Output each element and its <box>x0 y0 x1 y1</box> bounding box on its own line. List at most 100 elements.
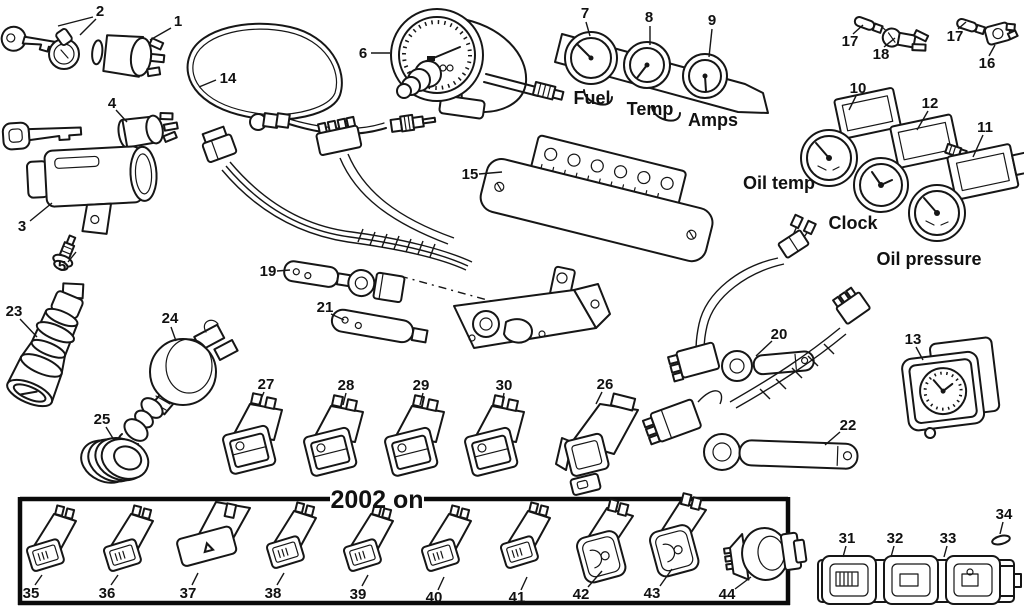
part-label-6: 6 <box>359 45 390 62</box>
part-label-43: 43 <box>644 568 673 602</box>
part-26-switch <box>555 392 639 496</box>
part-15-circuit-panel <box>479 134 714 263</box>
part-label-14: 14 <box>198 70 237 88</box>
part-label-31: 31 <box>839 530 855 558</box>
part-label-3: 3 <box>18 202 53 235</box>
part-label-15: 15 <box>462 166 503 183</box>
gauge-text-labels: Fuel Temp Amps Oil temp Clock Oil pressu… <box>573 88 981 269</box>
part-11-oil-pressure-gauge <box>908 143 1024 242</box>
part-number: 17 <box>947 28 964 45</box>
part-number: 3 <box>18 218 26 235</box>
part-4-switch <box>117 112 179 149</box>
part-label-2: 2 <box>57 3 104 36</box>
part-17b-bulb <box>956 17 987 36</box>
part-label-10: 10 <box>848 80 867 111</box>
part-number: 39 <box>350 586 367 603</box>
part-31-32-33-switch-strip <box>817 555 1022 605</box>
part-number: 29 <box>413 377 430 394</box>
part-number: 30 <box>496 377 513 394</box>
part-label-5: 5 <box>58 251 77 275</box>
part-label-7: 7 <box>581 5 591 37</box>
part-label-26: 26 <box>595 376 613 405</box>
part-number: 42 <box>573 586 590 603</box>
part-label-29: 29 <box>413 377 430 406</box>
part-25-bezel-nut <box>80 437 150 484</box>
part-2-keys <box>0 25 83 151</box>
part-41-switch <box>499 501 551 570</box>
part-number: 37 <box>180 585 197 602</box>
part-38-switch <box>265 501 317 570</box>
part-34-cap <box>991 534 1011 546</box>
part-number: 8 <box>645 9 653 26</box>
part-number: 14 <box>220 70 237 87</box>
part-label-41: 41 <box>509 576 528 606</box>
part-27-rocker-switch <box>221 392 283 476</box>
part-19-harness-stalk <box>201 115 561 321</box>
part-label-23: 23 <box>6 303 38 338</box>
part-28-rocker-switch <box>302 394 364 478</box>
harness-sleeve-ticks <box>357 228 436 258</box>
part-21-stalk-and-bracket <box>330 265 611 349</box>
part-number: 11 <box>977 119 993 136</box>
section-2002-title: 2002 on <box>330 486 423 514</box>
part-number: 27 <box>258 376 275 393</box>
part-label-12: 12 <box>916 95 939 131</box>
part-1-ignition-switch <box>91 34 166 78</box>
part-17a-bulb <box>853 16 887 34</box>
part-number: 25 <box>94 411 111 428</box>
part-label-44: 44 <box>719 576 752 603</box>
part-number: 33 <box>940 530 957 547</box>
part-16-socket <box>983 21 1019 46</box>
part-number: 4 <box>108 95 117 112</box>
part-number: 15 <box>462 166 479 183</box>
part-label-11: 11 <box>972 119 993 158</box>
part-number: 12 <box>922 95 939 112</box>
part-label-25: 25 <box>94 411 115 441</box>
part-number: 13 <box>905 331 922 348</box>
part-6-speedometer <box>390 8 565 120</box>
part-label-8: 8 <box>645 9 653 45</box>
part-14-speedo-cable <box>186 22 437 135</box>
part-number: 17 <box>842 33 859 50</box>
part-label-28: 28 <box>338 377 355 406</box>
label-oil-temp: Oil temp <box>743 173 815 193</box>
part-number: 41 <box>509 589 526 606</box>
part-label-17b: 17 <box>947 21 967 45</box>
harness-sleeve-ticks <box>759 343 835 400</box>
part-label-34: 34 <box>996 506 1013 535</box>
part-30-rocker-switch <box>463 394 525 478</box>
part-23-lock-barrel <box>6 282 85 408</box>
part-37-hazard-switch <box>176 501 251 567</box>
part-43-switch <box>647 492 707 580</box>
label-temp: Temp <box>627 99 674 119</box>
part-number: 10 <box>850 80 867 97</box>
part-35-switch <box>25 504 77 573</box>
part-label-13: 13 <box>905 331 924 361</box>
part-40-switch <box>420 504 472 573</box>
part-label-20: 20 <box>755 326 787 357</box>
part-24-ignition-switch-unit <box>117 319 239 453</box>
part-number: 35 <box>23 585 40 602</box>
part-number: 18 <box>873 46 890 63</box>
part-7-8-9-gauge-cluster <box>554 31 769 122</box>
part-18-bulb-holder <box>881 27 930 52</box>
part-29-rocker-switch <box>383 394 445 478</box>
part-label-22: 22 <box>824 417 856 446</box>
part-number: 38 <box>265 585 282 602</box>
callout-labels: 2 1 14 4 3 5 6 7 8 9 15 17 <box>6 3 1013 606</box>
part-number: 36 <box>99 585 116 602</box>
part-number: 24 <box>162 310 179 327</box>
part-number: 23 <box>6 303 23 320</box>
part-number: 28 <box>338 377 355 394</box>
part-10-oil-temp-gauge <box>800 87 902 187</box>
part-3-steering-lock <box>25 145 158 235</box>
part-label-21: 21 <box>317 299 345 321</box>
part-label-38: 38 <box>265 572 285 602</box>
part-42-switch <box>574 498 634 586</box>
part-number: 16 <box>979 55 996 72</box>
part-number: 9 <box>708 12 716 29</box>
part-label-16: 16 <box>979 44 996 72</box>
part-number: 21 <box>317 299 334 316</box>
